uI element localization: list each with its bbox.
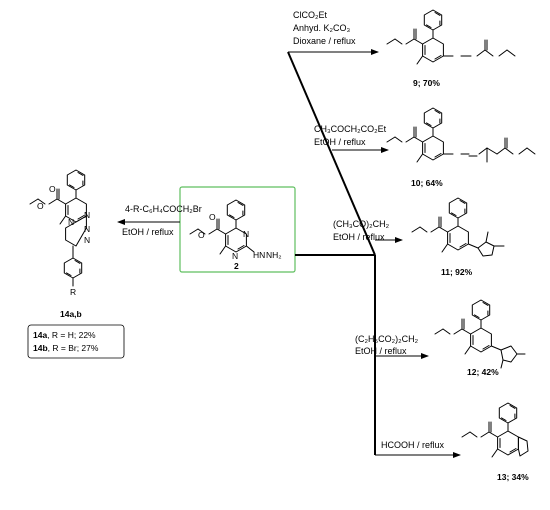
hydrazine-nh2-label: NH₂ [266, 250, 282, 260]
conditions-12: EtOH / reflux [355, 346, 407, 356]
atom-n: N [84, 224, 90, 234]
reagent-12: (C₂H₅CO₂)₂CH₂ [355, 334, 419, 344]
note-14b: 14b, R = Br; 27% [33, 343, 99, 353]
reagent-14: 4-R-C₆H₄COCH₂Br [125, 204, 202, 214]
reagent-extra-9: Anhyd. K₂CO₃ [293, 23, 351, 33]
compound-11-structure [412, 198, 505, 257]
reagent-11: (CH₃CO)₂CH₂ [333, 219, 390, 229]
compound-14-structure [30, 170, 86, 287]
product-label-10: 10; 64% [411, 178, 443, 188]
atom-n: N [68, 217, 74, 227]
compound-2-structure [190, 200, 255, 254]
compound-10-structure [387, 108, 536, 163]
compound-14-note-box [27, 324, 125, 359]
compound-2-label: 2 [234, 261, 239, 271]
atom-o: O [37, 201, 44, 211]
product-label-12: 12; 42% [467, 367, 499, 377]
atom-o: O [198, 230, 205, 240]
reagent-9: ClCO₂Et [293, 10, 327, 20]
atom-o: O [209, 212, 216, 222]
atom-n: N [84, 210, 90, 220]
reagent-10: CH₃COCH₂CO₂Et [314, 124, 387, 134]
branch-connector-top [287, 51, 376, 256]
starting-material-box [179, 186, 296, 273]
compound-9-structure [387, 10, 516, 64]
conditions-11: EtOH / reflux [333, 232, 385, 242]
product-label-9: 9; 70% [413, 78, 440, 88]
atom-o: O [49, 184, 56, 194]
note-14a: 14a, R = H; 22% [33, 330, 96, 340]
compound-12-structure [435, 300, 526, 369]
conditions-10: EtOH / reflux [314, 137, 366, 147]
hydrazine-nh-label: HN [253, 250, 265, 260]
product-label-13: 13; 34% [497, 472, 529, 482]
atom-n: N [232, 251, 238, 261]
compound-13-structure [462, 403, 529, 457]
atom-n: N [243, 229, 249, 239]
r-substituent-label: R [70, 287, 76, 297]
atom-n: N [84, 235, 90, 245]
product-label-11: 11; 92% [441, 267, 473, 277]
compound-14-label: 14a,b [60, 309, 82, 319]
reagent-13: HCOOH / reflux [381, 440, 445, 450]
conditions-9: Dioxane / reflux [293, 36, 356, 46]
conditions-14: EtOH / reflux [122, 227, 174, 237]
